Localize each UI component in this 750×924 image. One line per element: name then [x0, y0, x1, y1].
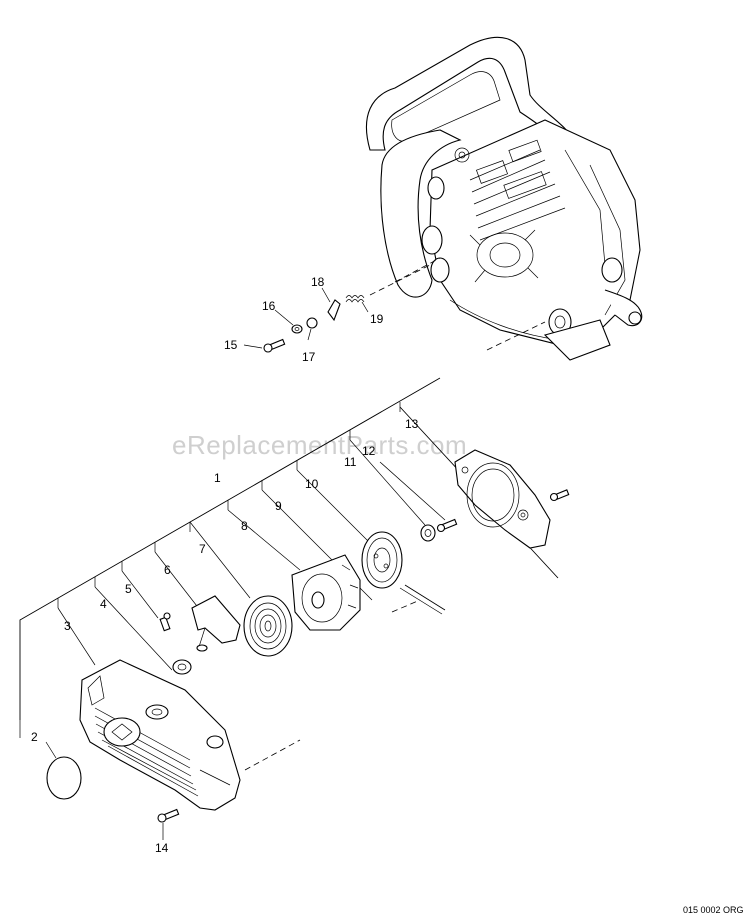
- callout-10: 10: [305, 477, 319, 491]
- assembly-bracket: [19, 377, 559, 720]
- rope-guide-4-icon: [172, 659, 192, 675]
- callout-12: 12: [362, 444, 376, 458]
- callout-19: 19: [370, 312, 384, 326]
- callout-11: 11: [344, 455, 357, 469]
- screw-14-icon: [157, 808, 180, 823]
- callout-7: 7: [199, 542, 206, 556]
- screw-15-icon: [263, 338, 286, 353]
- screw-13b-icon: [549, 489, 570, 502]
- callout-15: 15: [224, 338, 238, 352]
- callout-18: 18: [311, 275, 325, 289]
- callout-9: 9: [275, 499, 282, 513]
- callout-2: 2: [31, 730, 38, 744]
- bolt-12-icon: [436, 518, 458, 533]
- callout-8: 8: [241, 519, 248, 533]
- spring-19-icon: [345, 295, 365, 303]
- pin-5-icon: [159, 612, 171, 632]
- callout-14: 14: [155, 841, 169, 855]
- washer-11-icon: [420, 524, 436, 542]
- callout-3: 3: [64, 619, 71, 633]
- drawing-code: 015 0002 ORG: [683, 905, 744, 915]
- callout-17: 17: [302, 350, 316, 364]
- hardware-group-upper: [243, 287, 369, 353]
- callout-5: 5: [125, 582, 132, 596]
- pawl-18-icon: [327, 299, 341, 322]
- rope-reel-10-icon: [361, 531, 403, 589]
- callout-6: 6: [164, 563, 171, 577]
- gasket-plate-13-icon: [454, 449, 551, 549]
- recoil-spring-7-icon: [243, 595, 293, 657]
- washer-16-icon: [291, 324, 303, 334]
- starter-rope-9-icon: [404, 584, 446, 611]
- starter-handle-6-icon: [191, 595, 241, 652]
- chainsaw-engine-icon: [366, 36, 643, 361]
- callout-16: 16: [262, 299, 276, 313]
- collar-17-icon: [306, 317, 318, 329]
- starter-cover-icon: [79, 659, 241, 811]
- o-ring-2-icon: [46, 756, 82, 800]
- callout-1: 1: [214, 471, 221, 485]
- callout-4: 4: [100, 597, 107, 611]
- spring-case-8-icon: [291, 554, 361, 631]
- watermark: eReplacementParts.com: [172, 430, 467, 460]
- callout-13: 13: [405, 417, 419, 431]
